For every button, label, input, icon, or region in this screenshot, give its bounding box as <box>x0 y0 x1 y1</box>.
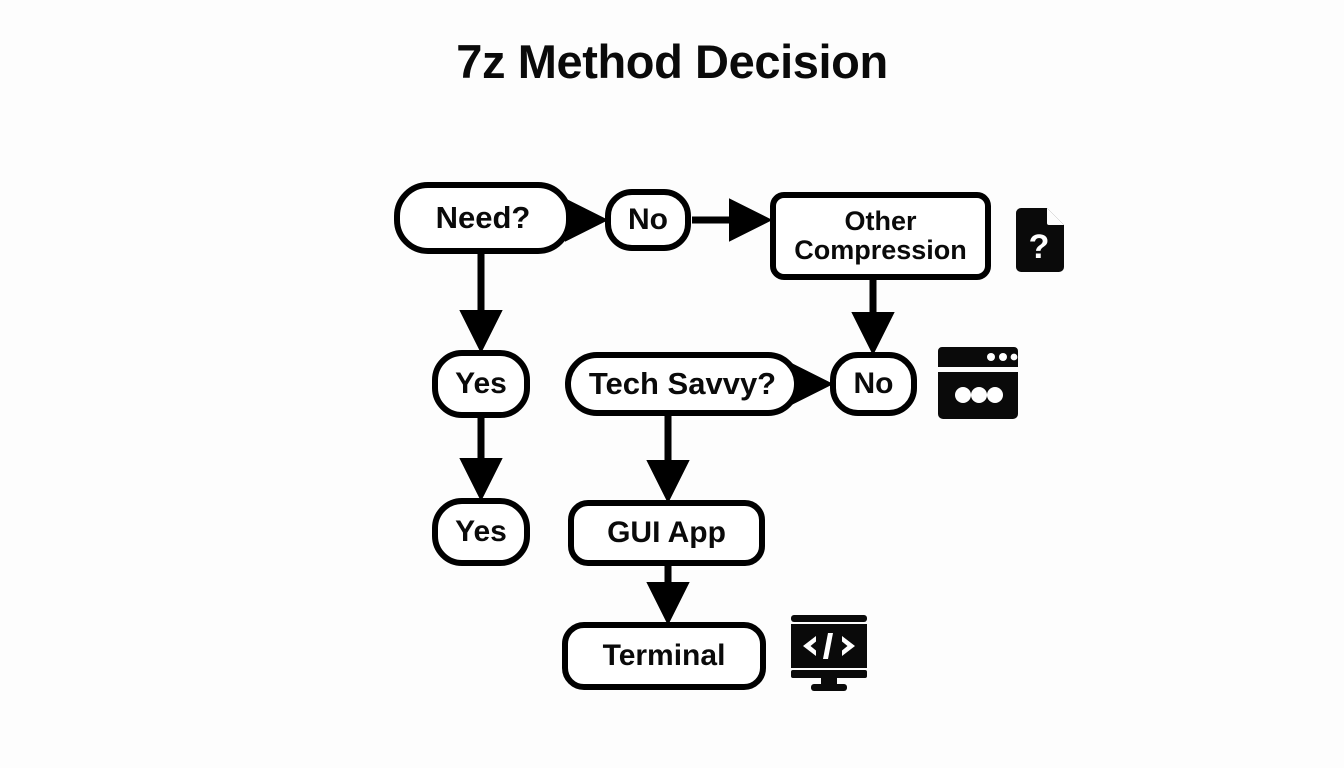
node-yes-first-label: Yes <box>455 367 507 401</box>
node-gui-app[interactable]: GUI App <box>568 500 765 566</box>
file-question-icon: ? <box>1016 208 1066 272</box>
node-terminal-label: Terminal <box>602 639 726 673</box>
node-yes-second[interactable]: Yes <box>432 498 530 566</box>
node-tech-savvy[interactable]: Tech Savvy? <box>565 352 800 416</box>
node-other-compression-label: Other Compression <box>794 206 967 265</box>
node-yes-second-label: Yes <box>455 515 507 549</box>
page-title: 7z Method Decision <box>456 35 888 88</box>
node-gui-app-label: GUI App <box>607 516 726 550</box>
node-no-first[interactable]: No <box>605 189 691 251</box>
node-tech-savvy-label: Tech Savvy? <box>588 365 777 401</box>
node-need[interactable]: Need? <box>394 182 572 254</box>
node-no-second[interactable]: No <box>830 352 917 416</box>
monitor-code-icon <box>789 615 869 691</box>
browser-window-icon <box>938 347 1018 419</box>
node-need-label: Need? <box>435 199 531 235</box>
node-terminal[interactable]: Terminal <box>562 622 766 690</box>
node-no-second-label: No <box>853 367 894 401</box>
node-other-compression[interactable]: Other Compression <box>770 192 991 280</box>
node-no-first-label: No <box>628 203 668 237</box>
node-yes-first[interactable]: Yes <box>432 350 530 418</box>
svg-text:?: ? <box>1029 228 1050 266</box>
